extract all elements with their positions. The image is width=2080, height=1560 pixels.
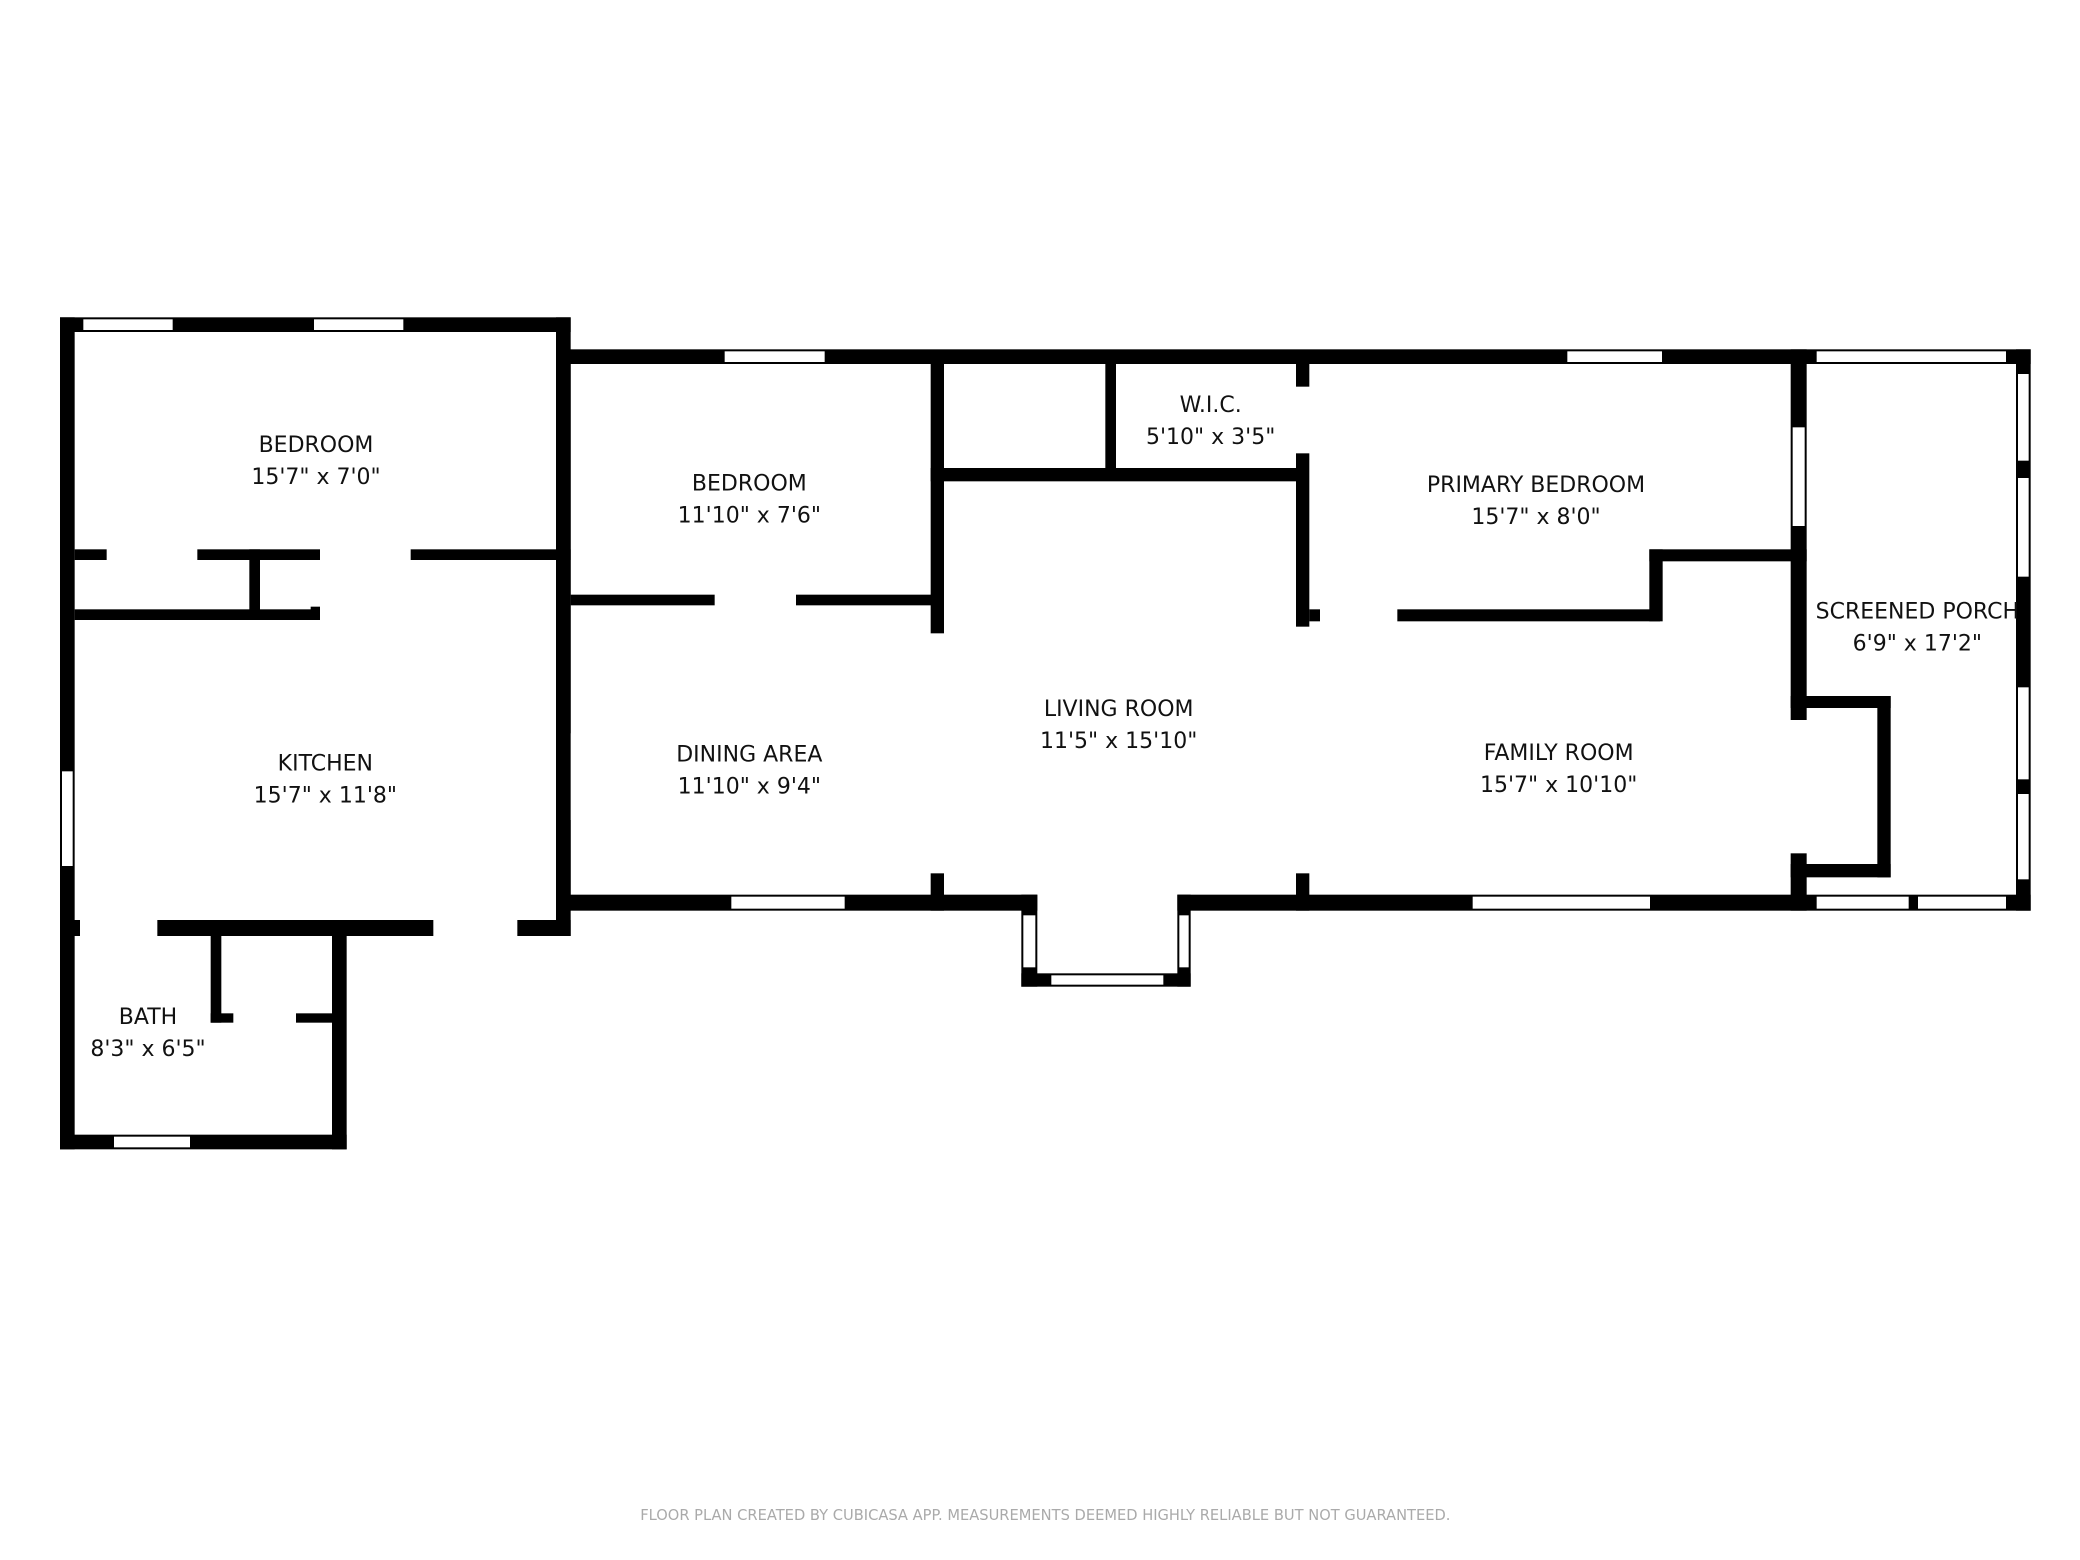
room-name: KITCHEN [278,752,373,777]
windows [60,317,2030,1149]
room-size: 11'5" x 15'10" [1040,729,1197,754]
room-name: SCREENED PORCH [1816,600,2019,625]
room-size: 15'7" x 10'10" [1480,773,1637,798]
room-size: 11'10" x 7'6" [678,504,821,529]
disclaimer-footer: FLOOR PLAN CREATED BY CUBICASA APP. MEAS… [640,1507,1450,1524]
room-name: FAMILY ROOM [1484,741,1634,766]
room-labels: BEDROOM 15'7" x 7'0" BEDROOM 11'10" x 7'… [90,393,2019,1062]
room-name: BEDROOM [692,472,807,497]
room-size: 11'10" x 9'4" [678,774,821,799]
room-name: BATH [119,1005,177,1030]
room-name: W.I.C. [1180,393,1242,418]
room-name: DINING AREA [676,742,822,767]
room-name: PRIMARY BEDROOM [1427,473,1645,498]
room-size: 5'10" x 3'5" [1146,425,1275,450]
room-size: 6'9" x 17'2" [1853,632,1982,657]
room-name: LIVING ROOM [1044,697,1194,722]
room-name: BEDROOM [259,433,374,458]
room-size: 15'7" x 11'8" [254,784,397,809]
room-size: 8'3" x 6'5" [90,1037,205,1062]
room-size: 15'7" x 8'0" [1471,505,1600,530]
room-size: 15'7" x 7'0" [251,465,380,490]
